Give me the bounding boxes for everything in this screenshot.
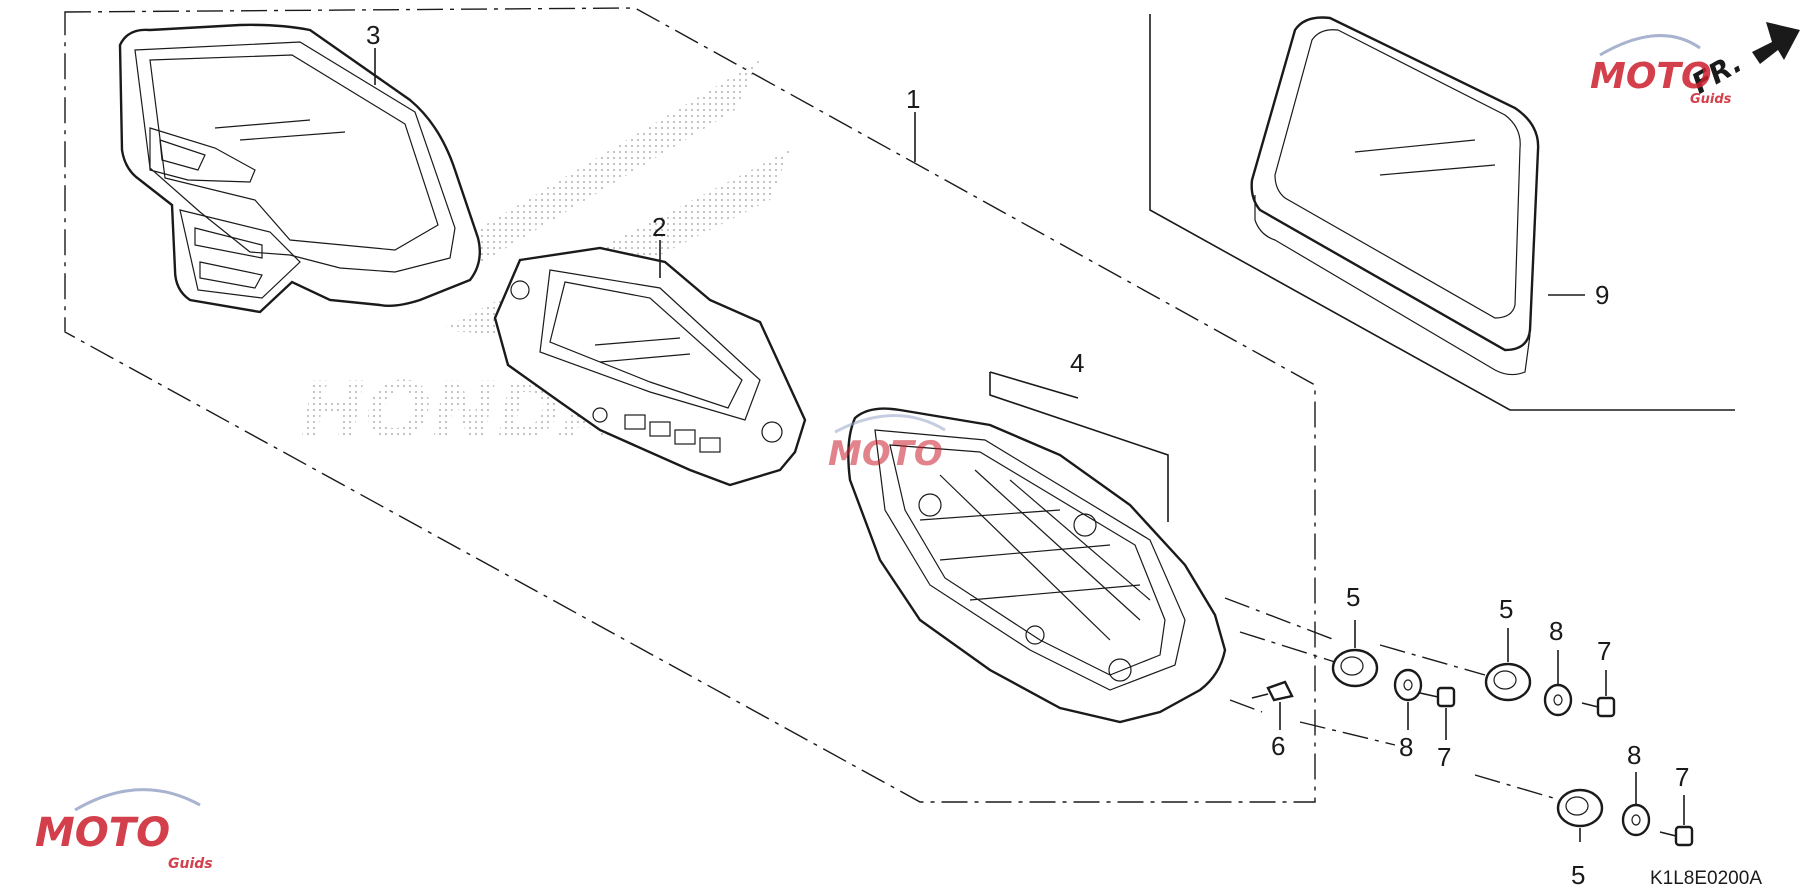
- accessory-boundary-9: [1149, 14, 1735, 411]
- watermark-sub-bottom: Guids: [168, 856, 213, 872]
- grommet-5c: [1556, 788, 1604, 828]
- callout-2: 2: [652, 212, 666, 242]
- meter-unit-part-2: [493, 246, 807, 487]
- meter-case-part-4: [847, 407, 1227, 724]
- washer-8b: [1543, 683, 1573, 717]
- screw-7c: [1659, 825, 1694, 847]
- callout-5a: 5: [1346, 582, 1360, 612]
- watermark-brand-top: MOTO: [1590, 56, 1712, 97]
- assembly-boundary-1: [64, 7, 1316, 803]
- callout-8a: 8: [1399, 732, 1413, 762]
- callout-5b: 5: [1499, 594, 1513, 624]
- callout-8b: 8: [1549, 616, 1563, 646]
- callout-7a: 7: [1437, 742, 1451, 772]
- callout-7c: 7: [1675, 762, 1689, 792]
- watermark-brand-center: MOTO: [828, 434, 943, 474]
- case-internal-ribs: [918, 469, 1151, 682]
- callout-1: 1: [906, 84, 920, 114]
- grommet-5a: [1331, 648, 1379, 688]
- screw-7b: [1581, 696, 1616, 718]
- screw-7a: [1419, 686, 1456, 708]
- washer-8c: [1621, 803, 1651, 837]
- callout-7b: 7: [1597, 636, 1611, 666]
- callout-4: 4: [1070, 348, 1084, 378]
- tapping-screw-6: [1251, 680, 1294, 702]
- callout-3: 3: [366, 20, 380, 50]
- watermark-logo-center: MOTO: [828, 414, 946, 474]
- washer-8a: [1393, 668, 1423, 702]
- callout-5c: 5: [1571, 860, 1585, 890]
- watermark-logo-bottom: MOTO Guids: [35, 788, 213, 872]
- watermark-brand-bottom: MOTO: [35, 810, 170, 856]
- leader-lines: [374, 48, 1685, 842]
- callout-9: 9: [1595, 280, 1609, 310]
- drawing-code: K1L8E0200A: [1650, 868, 1762, 889]
- watermark-sub-top: Guids: [1690, 92, 1732, 107]
- meter-protector-part-9: [1250, 16, 1540, 376]
- callout-8c: 8: [1627, 740, 1641, 770]
- meter-cover-part-3: [118, 23, 481, 314]
- watermark-logo-top: MOTO Guids: [1590, 34, 1732, 107]
- meter-button-row: [624, 414, 721, 453]
- callout-6: 6: [1271, 731, 1285, 761]
- grommet-5b: [1484, 662, 1532, 702]
